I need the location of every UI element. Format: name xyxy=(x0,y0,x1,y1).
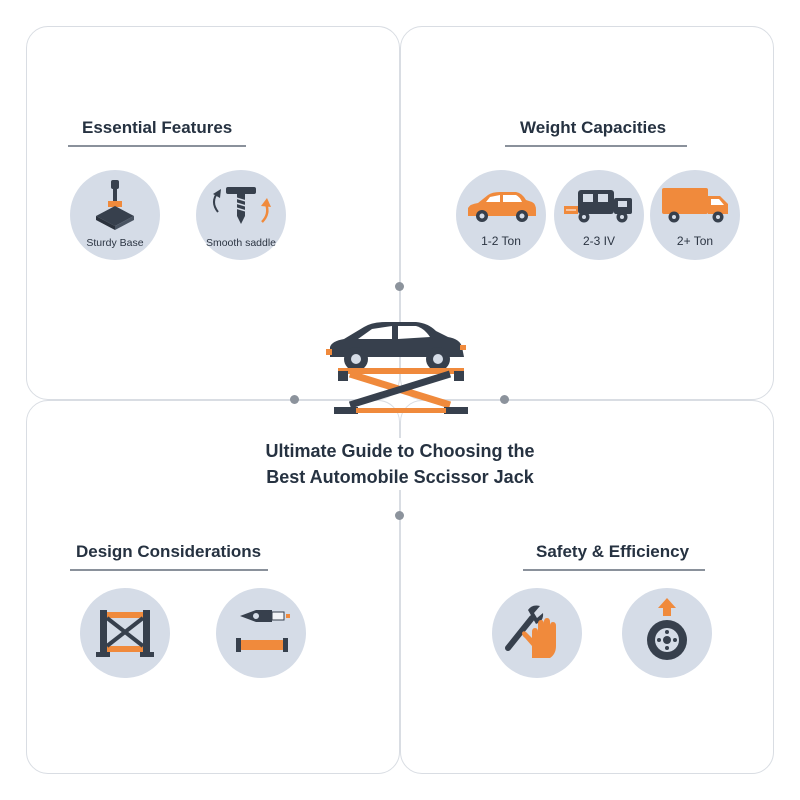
essential-features-title: Essential Features xyxy=(82,118,233,137)
essential-features-underline xyxy=(68,145,246,147)
wrench-glove-icon xyxy=(505,605,556,658)
heavy-capacity-item: 2+ Ton xyxy=(650,170,740,260)
tire-lift-icon xyxy=(647,598,687,660)
frame-item xyxy=(80,588,170,678)
box-truck-icon xyxy=(662,188,728,223)
pliers-icon xyxy=(236,610,290,652)
weight-capacities-title: Weight Capacities xyxy=(520,118,667,137)
medium-capacity-item: 2-3 IV xyxy=(554,170,644,260)
guide-title-line1: Ultimate Guide to Choosing the xyxy=(265,441,535,461)
smooth-saddle-icon xyxy=(213,187,271,224)
connector-dot-left xyxy=(290,395,299,404)
truck-icon xyxy=(564,190,632,223)
smooth-saddle-label: Smooth saddle xyxy=(205,237,277,249)
sturdy-base-icon xyxy=(96,180,134,230)
car-icon xyxy=(468,192,536,222)
guide-title-line2: Best Automobile Sccissor Jack xyxy=(266,467,534,487)
guide-title: Ultimate Guide to Choosing the Best Auto… xyxy=(200,438,600,490)
design-considerations-title: Design Considerations xyxy=(76,542,262,561)
connector-dot-bottom xyxy=(395,511,404,520)
design-considerations-underline xyxy=(70,569,268,571)
sturdy-base-label: Sturdy Base xyxy=(86,237,144,249)
light-capacity-label: 1-2 Ton xyxy=(481,234,521,248)
connector-dot-right xyxy=(500,395,509,404)
weight-capacities-underline xyxy=(505,145,687,147)
heavy-capacity-label: 2+ Ton xyxy=(676,234,714,248)
safety-efficiency-underline xyxy=(523,569,705,571)
pliers-item xyxy=(216,588,306,678)
car-on-scissor-jack-icon xyxy=(326,322,468,414)
safety-efficiency-title: Safety & Efficiency xyxy=(536,542,690,561)
connector-dot-top xyxy=(395,282,404,291)
tire-lift-item xyxy=(622,588,712,678)
smooth-saddle-item: Smooth saddle xyxy=(196,170,286,260)
frame-icon xyxy=(96,610,154,657)
light-capacity-item: 1-2 Ton xyxy=(456,170,546,260)
sturdy-base-item: Sturdy Base xyxy=(70,170,160,260)
medium-capacity-label: 2-3 IV xyxy=(582,234,615,248)
wrench-glove-item xyxy=(492,588,582,678)
